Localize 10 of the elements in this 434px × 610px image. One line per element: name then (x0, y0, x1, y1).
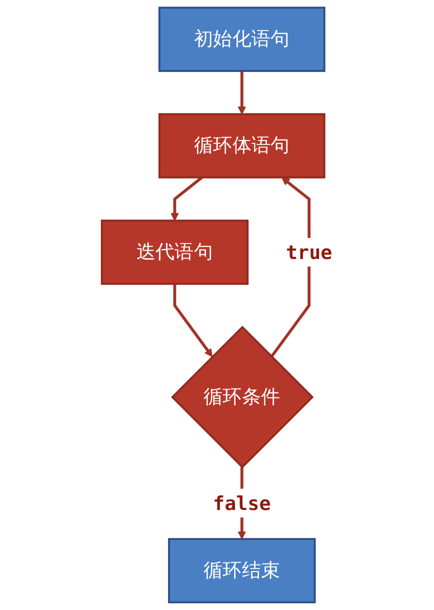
edge-label: true (286, 240, 332, 264)
node-box: 循环结束 (168, 538, 316, 604)
arrow (238, 70, 246, 115)
arrow (170, 176, 203, 221)
node-box: 循环体语句 (158, 113, 326, 178)
edge-label: false (213, 492, 271, 515)
arrow (173, 284, 213, 358)
node-diamond: 循环条件 (171, 326, 314, 468)
node-box: 初始化语句 (158, 6, 326, 72)
node-box: 迭代语句 (100, 220, 249, 285)
